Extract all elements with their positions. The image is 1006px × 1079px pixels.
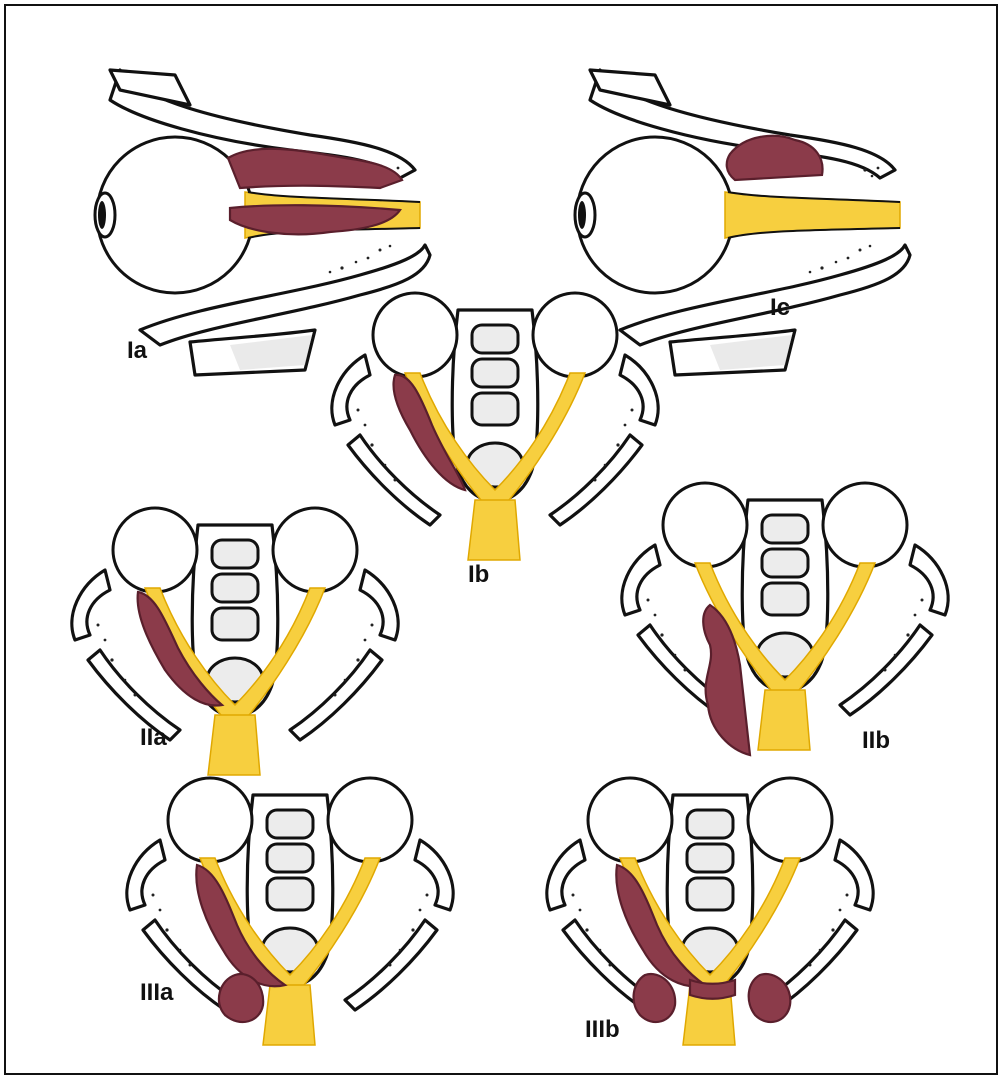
panel-iiia [127,778,453,1045]
panel-ic [575,70,910,375]
label-ia: Ia [127,337,148,364]
panel-iiib [547,778,873,1045]
label-ib: Ib [468,561,489,588]
label-iib: IIb [862,727,890,754]
panel-iia [72,508,398,775]
label-iiia: IIIa [140,979,174,1006]
label-iiib: IIIb [585,1016,620,1043]
panel-ib [332,293,658,560]
label-iia: IIa [140,724,167,751]
label-ic: Ic [770,294,790,321]
panel-iib [622,483,948,755]
